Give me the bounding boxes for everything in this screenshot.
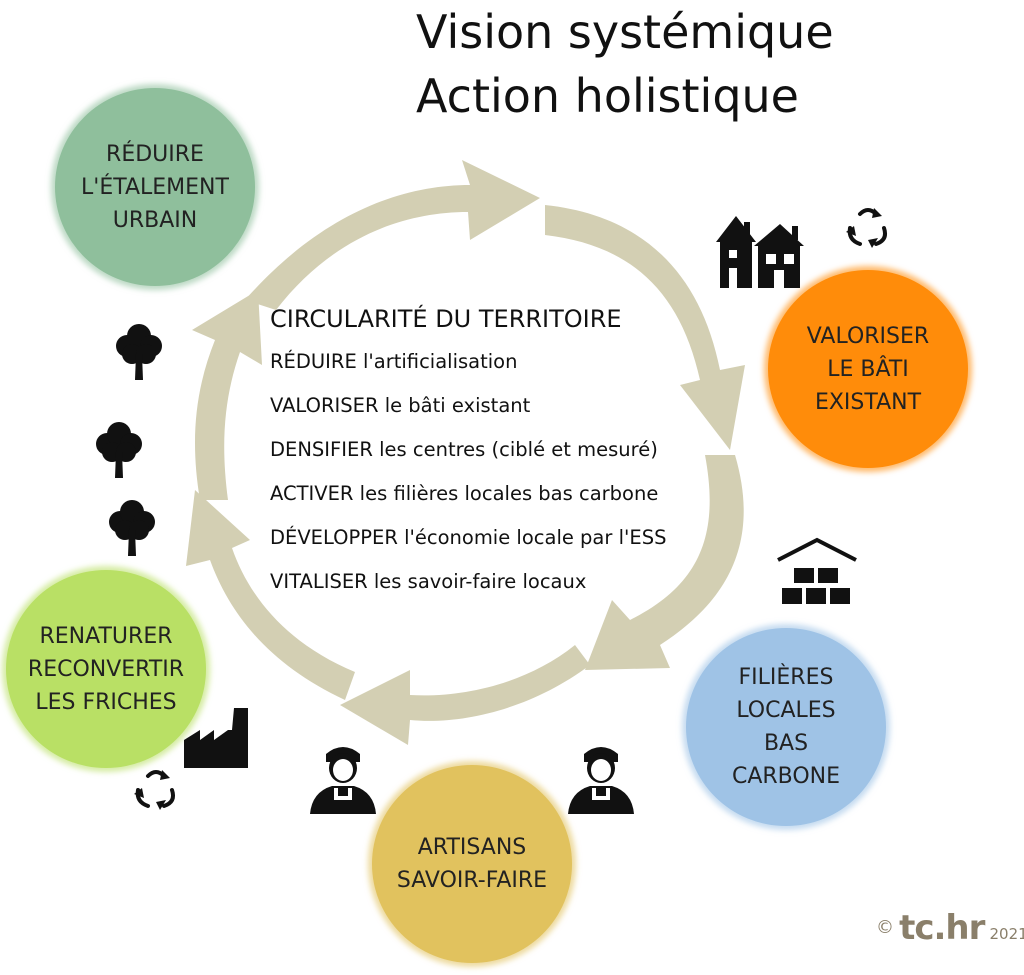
center-list-item: VALORISER le bâti existant — [270, 394, 531, 417]
circle-label: CARBONE — [731, 764, 841, 789]
tree-icon — [116, 324, 162, 380]
worker-icon — [568, 747, 634, 814]
center-list-item: DÉVELOPPER l'économie locale par l'ESS — [270, 526, 667, 549]
ring-arrow-bottom — [340, 645, 590, 745]
center-heading: CIRCULARITÉ DU TERRITOIRE — [270, 305, 622, 333]
ring-arrow-top — [245, 160, 540, 310]
title-line-1: Vision systémique — [416, 5, 834, 59]
warehouse-icon — [777, 537, 857, 604]
house-icon — [716, 216, 804, 288]
copyright-brand: tc.hr — [899, 908, 985, 948]
center-list-item: VITALISER les savoir-faire locaux — [270, 570, 587, 593]
circle-label: SAVOIR-FAIRE — [396, 868, 548, 893]
circle-label: RENATURER — [39, 623, 173, 649]
worker-icon — [310, 747, 376, 814]
center-list: RÉDUIRE l'artificialisation VALORISER le… — [270, 347, 666, 611]
recycle-icon — [134, 770, 175, 810]
ring-arrow-top-right — [545, 205, 745, 450]
recycle-icon — [846, 208, 887, 248]
ring-arrow-left — [192, 290, 262, 500]
circle-label: LES FRICHES — [35, 689, 177, 715]
title-line-2: Action holistique — [416, 69, 799, 123]
factory-icon — [184, 708, 248, 768]
circle-label: EXISTANT — [814, 389, 922, 415]
ring-arrow-left-bottom — [186, 490, 355, 700]
copyright-mark: © tc.hr 2021 — [876, 908, 1024, 948]
tree-icon — [109, 500, 155, 556]
circle-label: BAS — [763, 731, 809, 756]
circle-valoriser-bati: VALORISER LE BÂTI EXISTANT — [768, 270, 968, 468]
ring-arrow-right — [585, 455, 744, 670]
circle-label: URBAIN — [112, 207, 198, 233]
circle-reduire-etalement: RÉDUIRE L'ÉTALEMENT URBAIN — [55, 88, 255, 286]
circle-label: LOCALES — [736, 698, 836, 723]
center-list-item: DENSIFIER les centres (ciblé et mesuré) — [270, 438, 658, 461]
center-list-item: ACTIVER les filières locales bas carbone — [270, 482, 659, 505]
center-text-block: CIRCULARITÉ DU TERRITOIRE RÉDUIRE l'arti… — [270, 305, 666, 611]
circle-label: LE BÂTI — [827, 356, 909, 382]
tree-icon — [96, 422, 142, 478]
circle-label: ARTISANS — [417, 835, 527, 860]
copyright-year: 2021 — [989, 925, 1024, 943]
center-list-item: RÉDUIRE l'artificialisation — [270, 350, 518, 373]
circle-label: FILIÈRES — [738, 665, 834, 690]
circle-label: VALORISER — [806, 323, 930, 349]
circle-label: RECONVERTIR — [27, 656, 185, 682]
circle-label: L'ÉTALEMENT — [81, 174, 229, 200]
circle-renaturer: RENATURER RECONVERTIR LES FRICHES — [6, 570, 206, 768]
diagram-title: Vision systémique Action holistique — [416, 0, 834, 128]
copyright-symbol: © — [876, 917, 894, 938]
circle-label: RÉDUIRE — [106, 141, 204, 167]
circle-artisans: ARTISANS SAVOIR-FAIRE — [372, 765, 572, 963]
circle-filieres-locales: FILIÈRES LOCALES BAS CARBONE — [686, 628, 886, 826]
